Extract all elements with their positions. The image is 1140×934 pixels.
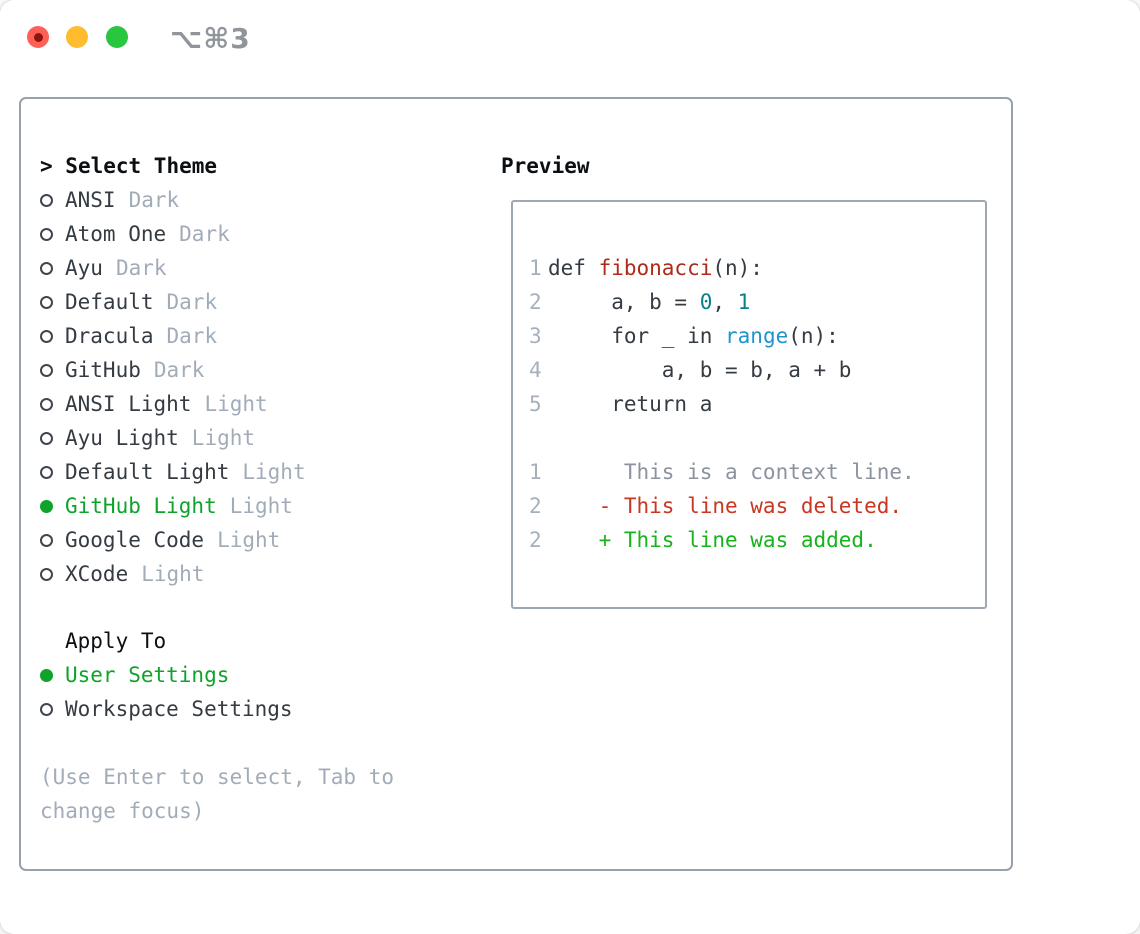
apply-to-options: User Settings Workspace Settings [40,658,502,726]
preview-header: Preview [501,154,590,178]
radio-circle-icon [40,567,53,581]
theme-option-google-code-light[interactable]: Google Code Light [40,523,502,557]
line-code: def fibonacci(n): [548,256,763,280]
preview-line: 2 a, b = 0, 1 [529,285,985,319]
apply-to-header: Apply To [40,624,502,658]
titlebar: ⌥⌘3 [0,0,1140,75]
preview-line: 1 def fibonacci(n): [529,251,985,285]
minimize-button[interactable] [66,26,88,48]
preview-column: Preview 1 def fibonacci(n): 2 a, b = 0, … [501,99,1011,609]
radio-circle-icon [40,261,53,275]
apply-to-header-label: Apply To [65,629,167,653]
theme-option-default-light-light[interactable]: Default Light Light [40,455,502,489]
theme-option-ansi-dark[interactable]: ANSI Dark [40,183,502,217]
radio-circle-icon [40,668,53,682]
radio-circle-icon [40,702,53,716]
line-number: 4 [529,358,542,382]
theme-option-github-dark[interactable]: GitHub Dark [40,353,502,387]
line-number: 3 [529,324,542,348]
radio-circle-icon [40,227,53,241]
line-number: 2 [529,494,542,518]
close-button[interactable] [27,26,49,48]
close-button-dot-icon [33,32,43,42]
radio-circle-icon [40,499,53,513]
window-title-shortcut: ⌥⌘3 [170,22,251,55]
select-theme-header: > Select Theme [40,149,502,183]
line-number: 2 [529,528,542,552]
theme-option-default-dark[interactable]: Default Dark [40,285,502,319]
theme-option-xcode-light[interactable]: XCode Light [40,557,502,591]
line-number: 1 [529,256,542,280]
preview-line: 4 a, b = b, a + b [529,353,985,387]
apply-option-workspace-settings[interactable]: Workspace Settings [40,692,502,726]
theme-option-dracula-dark[interactable]: Dracula Dark [40,319,502,353]
theme-option-ayu-dark[interactable]: Ayu Dark [40,251,502,285]
radio-circle-icon [40,431,53,445]
radio-circle-icon [40,397,53,411]
select-theme-header-label: Select Theme [65,154,218,178]
line-number: 1 [529,460,542,484]
theme-list-column: > Select Theme ANSI Dark Atom One Dark A… [21,99,502,828]
radio-circle-icon [40,193,53,207]
cursor-prompt-icon: > [40,154,66,178]
line-code: + This line was added. [548,528,877,552]
keyboard-hint-text: (Use Enter to select, Tab to change focu… [40,765,395,823]
apply-option-user-settings[interactable]: User Settings [40,658,502,692]
theme-list: ANSI Dark Atom One Dark Ayu Dark Default… [40,183,502,591]
preview-line: 3 for _ in range(n): [529,319,985,353]
theme-option-ayu-light-light[interactable]: Ayu Light Light [40,421,502,455]
radio-circle-icon [40,363,53,377]
preview-box: 1 def fibonacci(n): 2 a, b = 0, 1 3 for … [511,200,987,609]
theme-option-atom-one-dark[interactable]: Atom One Dark [40,217,502,251]
line-code: a, b = 0, 1 [548,290,751,314]
line-number: 5 [529,392,542,416]
line-number: 2 [529,290,542,314]
theme-option-ansi-light-light[interactable]: ANSI Light Light [40,387,502,421]
line-code: a, b = b, a + b [548,358,852,382]
line-code: return a [548,392,713,416]
preview-line: 2 + This line was added. [529,523,985,557]
radio-circle-icon [40,533,53,547]
theme-picker-panel: > Select Theme ANSI Dark Atom One Dark A… [19,97,1013,871]
radio-circle-icon [40,465,53,479]
apply-to-section: Apply To User Settings Workspace Setting… [40,624,502,726]
preview-line: 5 return a [529,387,985,421]
line-code: for _ in range(n): [548,324,839,348]
radio-circle-icon [40,295,53,309]
theme-option-github-light-light[interactable]: GitHub Light Light [40,489,502,523]
zoom-button[interactable] [106,26,128,48]
preview-line: 2 - This line was deleted. [529,489,985,523]
line-code: - This line was deleted. [548,494,903,518]
preview-line [529,421,985,455]
preview-line: 1 This is a context line. [529,455,985,489]
line-code: This is a context line. [548,460,915,484]
radio-circle-icon [40,329,53,343]
